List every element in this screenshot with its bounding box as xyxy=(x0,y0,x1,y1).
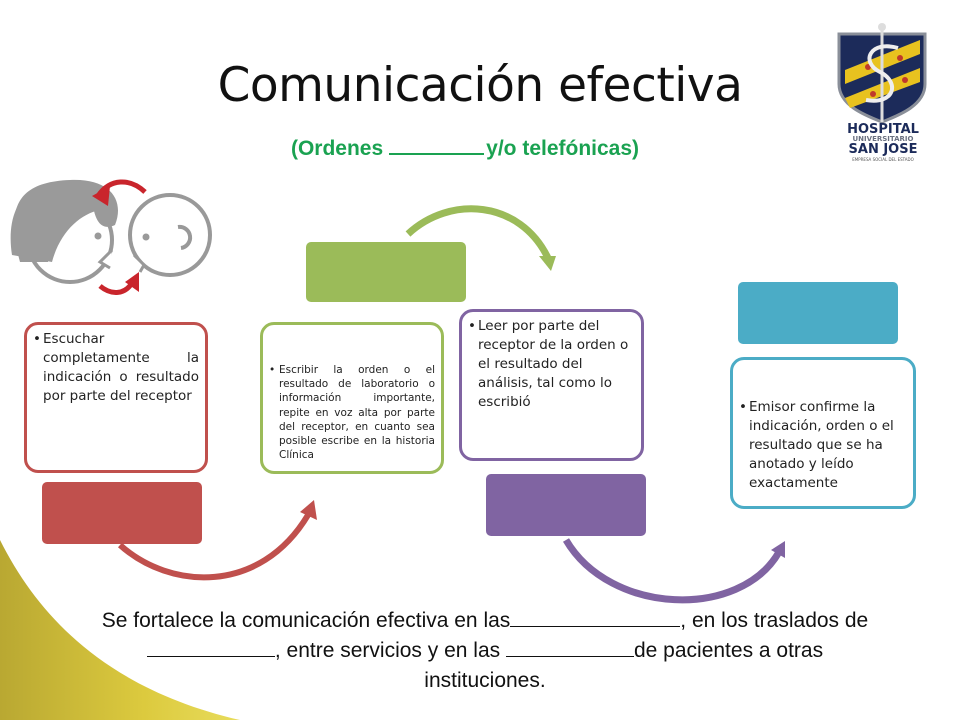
logo-line-1: HOSPITAL xyxy=(847,122,919,137)
subtitle-suffix: y/o telefónicas) xyxy=(486,137,640,160)
bottom-text-4: de pacientes a otras xyxy=(633,639,824,662)
red-arrow-icon xyxy=(117,500,317,581)
two-faces-conversation-icon xyxy=(10,179,212,295)
hospital-logo: HOSPITAL UNIVERSITARIO SAN JOSE EMPRESA … xyxy=(833,123,933,162)
subtitle-prefix: (Ordenes xyxy=(290,137,384,160)
step-3-card: Leer por parte del receptor de la orden … xyxy=(459,309,644,461)
logo-line-2: UNIVERSITARIO xyxy=(852,135,914,143)
step-1-card: Escuchar completamente la indicación o r… xyxy=(24,322,208,473)
blank-2 xyxy=(146,636,275,657)
bottom-text-5: instituciones. xyxy=(424,669,546,692)
step-1-text: Escuchar completamente la indicación o r… xyxy=(33,330,199,406)
bottom-statement: Se fortalece la comunicación efectiva en… xyxy=(40,606,930,696)
page-title: Comunicación efectiva xyxy=(217,58,743,113)
blank-1 xyxy=(510,606,681,627)
bottom-text-2: , en los traslados de xyxy=(680,609,869,632)
subtitle: (Ordenes y/o telefónicas) xyxy=(0,135,930,161)
step-2-text: Escribir la orden o el resultado de labo… xyxy=(269,363,435,462)
step-2-bar xyxy=(306,242,466,302)
decorative-swoosh xyxy=(0,540,240,720)
purple-arrow-icon xyxy=(562,538,785,604)
hospital-logo-icon xyxy=(837,23,927,124)
step-1-bar xyxy=(42,482,202,544)
step-4-card: Emisor confirme la indicación, orden o e… xyxy=(730,357,916,509)
green-arrow-icon xyxy=(405,205,556,271)
step-2-card: Escribir la orden o el resultado de labo… xyxy=(260,322,444,474)
subtitle-blank xyxy=(389,135,485,155)
bottom-text-3: , entre servicios y en las xyxy=(274,639,501,662)
logo-line-3: SAN JOSE xyxy=(848,142,918,157)
bottom-text-1: Se fortalece la comunicación efectiva en… xyxy=(101,609,511,632)
step-4-text: Emisor confirme la indicación, orden o e… xyxy=(739,398,907,493)
blank-3 xyxy=(505,636,634,657)
step-4-bar xyxy=(738,282,898,344)
step-3-bar xyxy=(486,474,646,536)
step-3-text: Leer por parte del receptor de la orden … xyxy=(468,317,635,412)
logo-line-4: EMPRESA SOCIAL DEL ESTADO xyxy=(852,157,914,162)
